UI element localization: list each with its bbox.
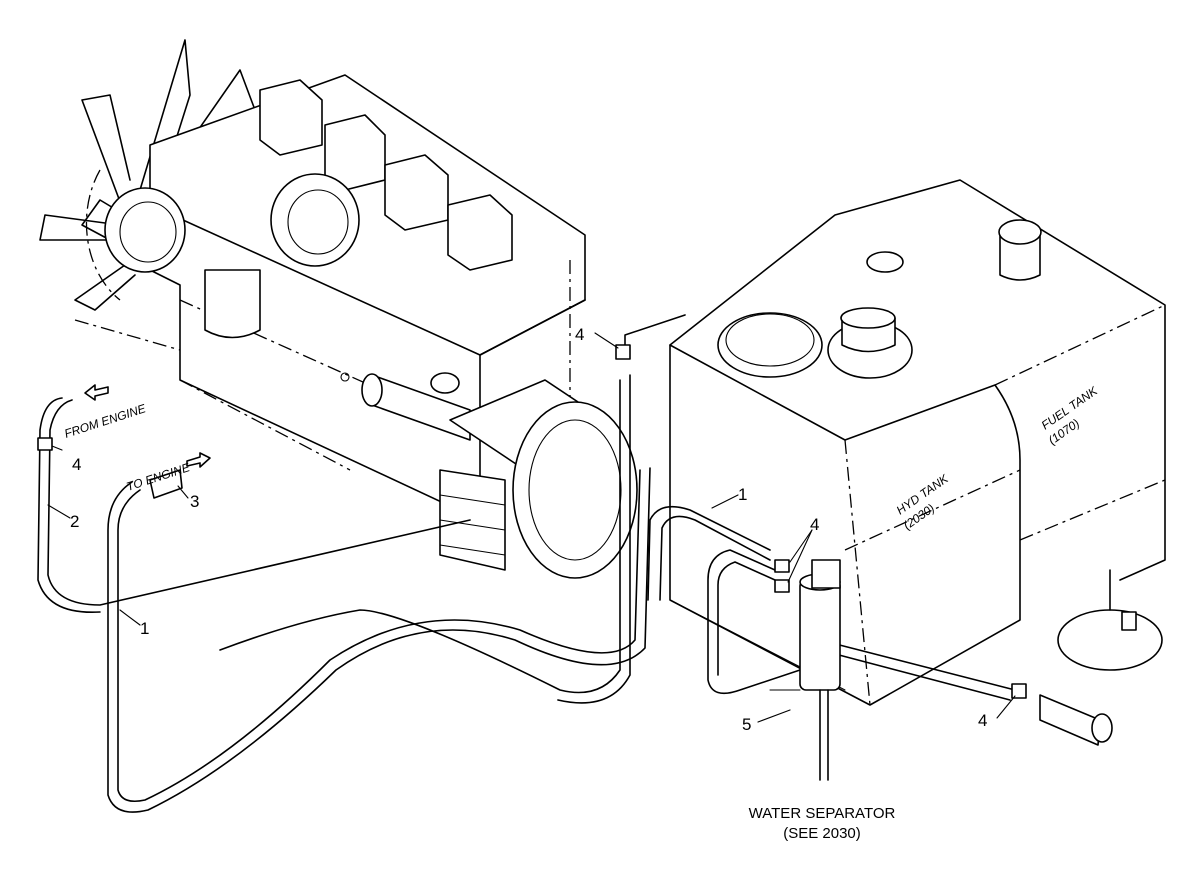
arrow-to-engine-icon xyxy=(186,452,211,468)
callout-1a: 1 xyxy=(140,619,149,638)
injection-pump xyxy=(439,469,506,571)
tank-assembly xyxy=(669,179,1166,706)
callout-4b: 4 xyxy=(575,325,584,344)
water-separator-body xyxy=(799,579,841,691)
clamp-4d xyxy=(1011,683,1027,699)
from-engine-label: FROM ENGINE xyxy=(63,401,149,441)
hyd-sight-cap xyxy=(866,251,904,273)
tank-tube-top xyxy=(624,314,686,351)
clamp-4c2 xyxy=(774,579,790,593)
callout-4a: 4 xyxy=(72,455,81,474)
fuel-lines xyxy=(37,314,1016,813)
fuel-sender-plate xyxy=(1057,609,1163,671)
callout-4d: 4 xyxy=(978,711,987,730)
fuel-tank-cap xyxy=(999,234,1041,281)
callout-4c: 4 xyxy=(810,515,819,534)
callout-3: 3 xyxy=(190,492,199,511)
return-tube xyxy=(219,379,621,694)
engine-cover-1 xyxy=(259,79,323,156)
fitting-3 xyxy=(149,469,183,499)
water-separator xyxy=(799,559,841,781)
flywheel-housing xyxy=(512,401,638,579)
tank-outlet-tube xyxy=(819,639,1016,691)
water-separator-ref-label: (SEE 2030) xyxy=(783,825,861,842)
leader-lines xyxy=(47,332,1016,723)
engine-assembly xyxy=(39,39,638,579)
clamp-4a xyxy=(37,437,53,451)
hose-from-engine xyxy=(47,399,471,606)
tube-to-engine xyxy=(117,469,641,803)
engine-cover-4 xyxy=(447,194,513,271)
clamps xyxy=(37,344,1113,746)
water-separator-label: WATER SEPARATOR xyxy=(749,805,896,822)
hyd-tank-access-cover xyxy=(717,312,823,378)
callout-1b: 1 xyxy=(738,485,747,504)
callout-5: 5 xyxy=(742,715,751,734)
engine-turbo xyxy=(270,173,360,267)
callout-2: 2 xyxy=(70,512,79,531)
flow-arrows xyxy=(84,384,211,468)
clamp-4c xyxy=(774,559,790,573)
engine-cover-3 xyxy=(384,154,449,231)
engine-oil-filter xyxy=(204,269,261,339)
engine-pulley-left xyxy=(104,187,186,273)
arrow-from-engine-icon xyxy=(84,384,109,401)
separator-loop xyxy=(707,549,801,695)
shutoff-valve xyxy=(1039,694,1101,746)
clamp-4b xyxy=(615,344,631,360)
